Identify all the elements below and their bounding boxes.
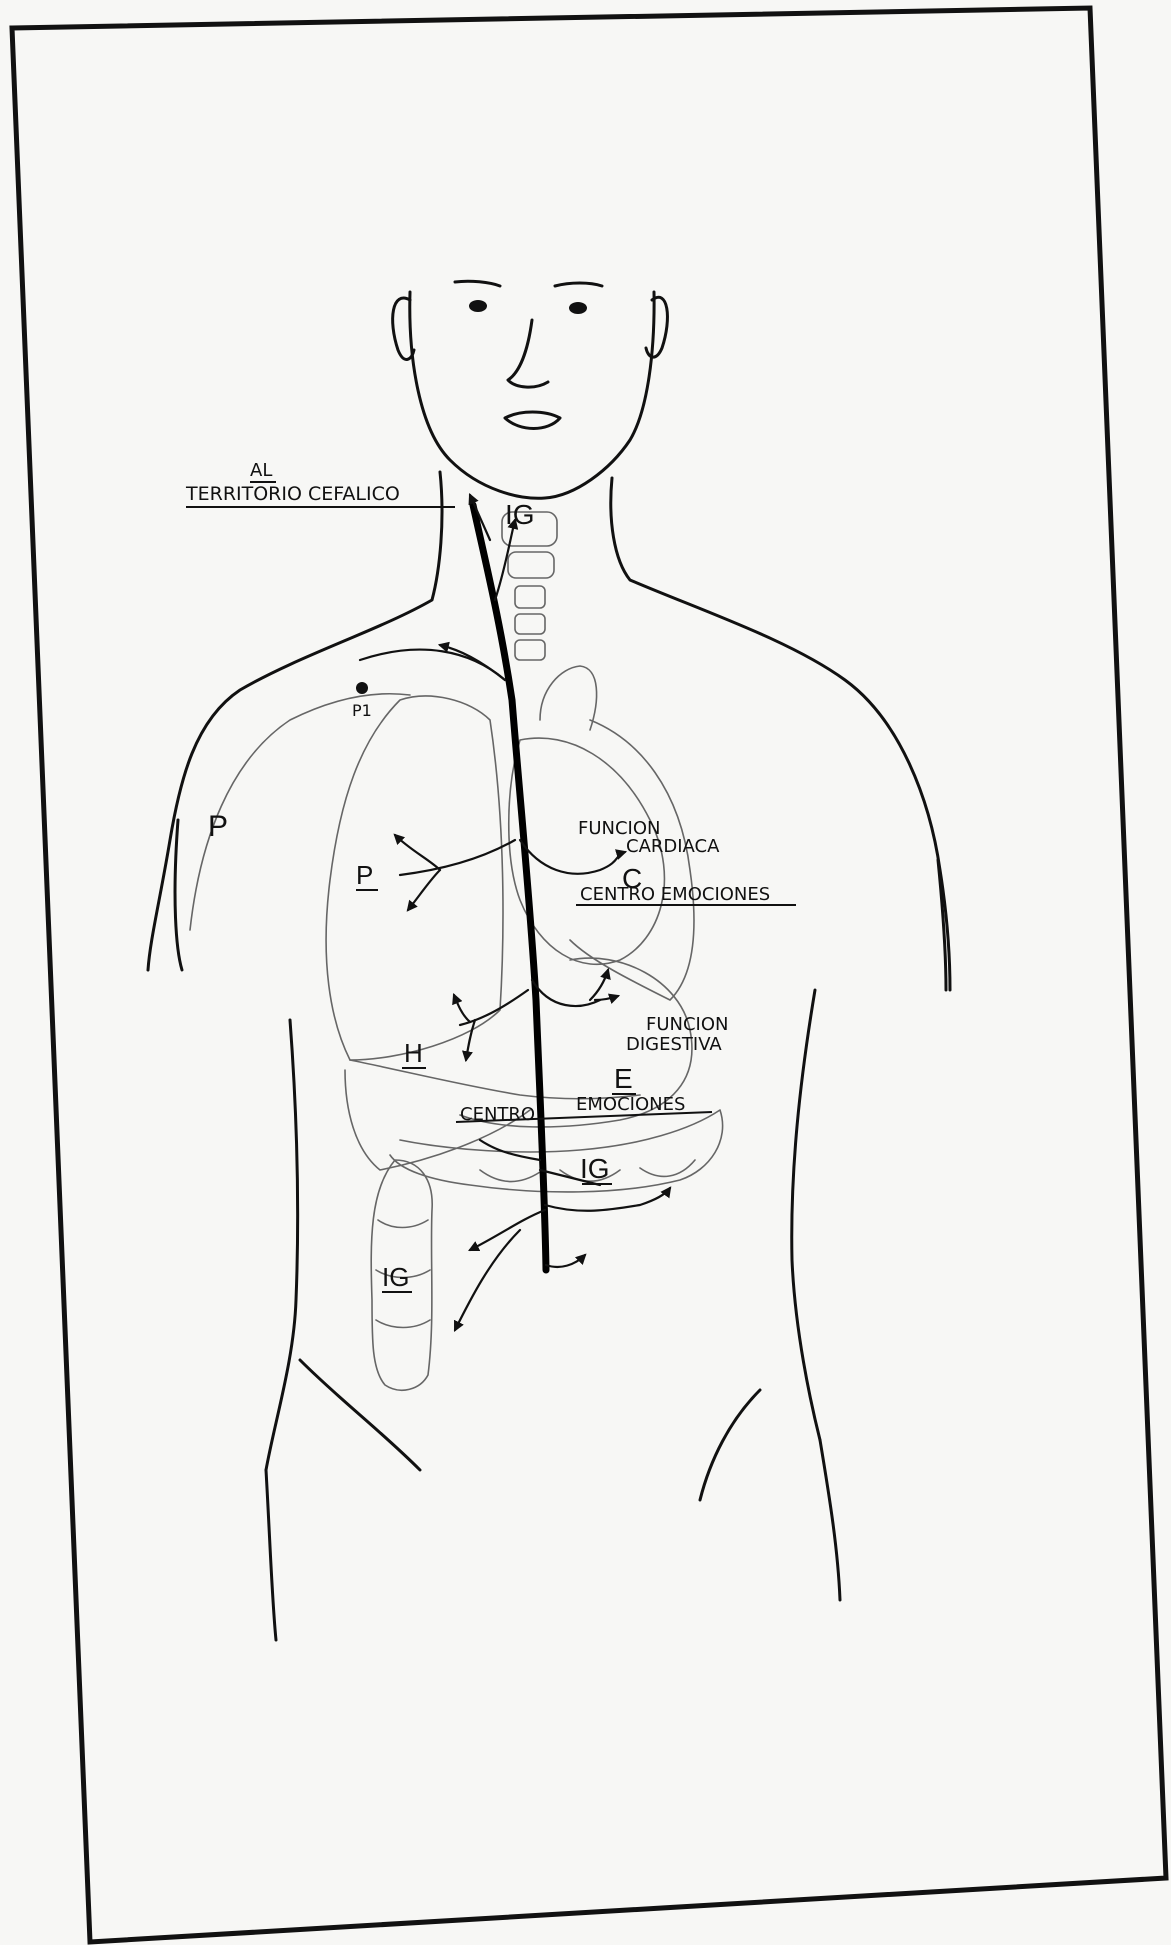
label-ig-neck: IG [505, 499, 535, 530]
label-p-shoulder: P [208, 810, 228, 843]
label-funcion-digestiva-2: DIGESTIVA [626, 1034, 722, 1055]
page-frame [12, 8, 1166, 1942]
label-p-lung: P [356, 860, 373, 890]
label-p1: P1 [352, 701, 372, 720]
organs [190, 512, 723, 1390]
label-centro-emociones-heart: CENTRO EMOCIONES [580, 884, 770, 905]
label-al: AL [250, 460, 272, 481]
torso-outline [148, 472, 950, 1640]
label-emociones-stomach: EMOCIONES [576, 1094, 685, 1115]
label-h: H [404, 1038, 423, 1068]
head [393, 281, 668, 498]
label-funcion-digestiva-1: FUNCION [646, 1014, 729, 1035]
label-e: E [614, 1063, 633, 1094]
label-territorio-cefalico: TERRITORIO CEFALICO [185, 483, 400, 505]
vagus-upper-branch [495, 520, 515, 600]
label-ig-colon-center: IG [580, 1153, 610, 1184]
label-funcion-cardiaca-2: CARDIACA [626, 836, 720, 857]
vagus-trunk [473, 505, 546, 1270]
label-ig-colon-left: IG [382, 1262, 409, 1292]
